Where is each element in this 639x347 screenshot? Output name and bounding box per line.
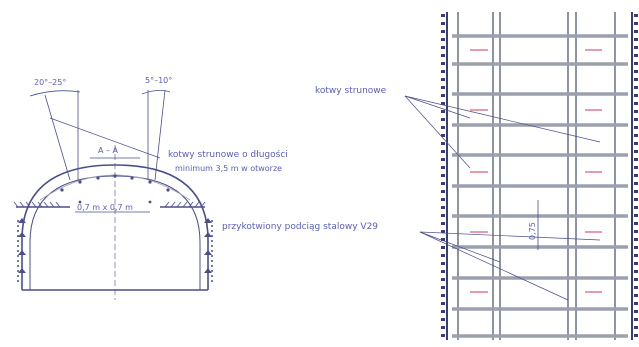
plan-leaders bbox=[404, 95, 601, 301]
plan-view bbox=[404, 12, 638, 340]
angle-arc-right bbox=[141, 90, 171, 95]
angle-arc-left bbox=[29, 90, 81, 97]
leader-anchors-length bbox=[49, 117, 161, 159]
anchors-right-label: kotwy strunowe bbox=[315, 86, 387, 96]
anchors-minimum-label: minimum 3,5 m w otworze bbox=[175, 164, 283, 173]
section-label: A – A bbox=[98, 146, 119, 155]
arch-strata bbox=[39, 174, 191, 201]
plan-rungs bbox=[452, 34, 628, 338]
spacing-label: 0,7 m x 0,7 m bbox=[77, 203, 133, 212]
angle-guide-left bbox=[44, 94, 71, 181]
anchors-length-label: kotwy strunowe o długości bbox=[168, 150, 288, 160]
support-label: przykotwiony podciąg stalowy V29 bbox=[222, 222, 379, 232]
tunnel-cross-section bbox=[13, 89, 213, 300]
angle-label-left: 20°–25° bbox=[34, 78, 67, 87]
ground-markers bbox=[18, 218, 212, 273]
arch-anchor-dots bbox=[60, 174, 170, 204]
ground-hatch-right bbox=[164, 201, 206, 208]
plan-anchor-marks bbox=[470, 49, 602, 293]
angle-guide-right-2 bbox=[154, 89, 166, 181]
angle-label-right: 5°–10° bbox=[145, 76, 173, 85]
plan-dimension-label: 0,75 bbox=[528, 222, 537, 240]
